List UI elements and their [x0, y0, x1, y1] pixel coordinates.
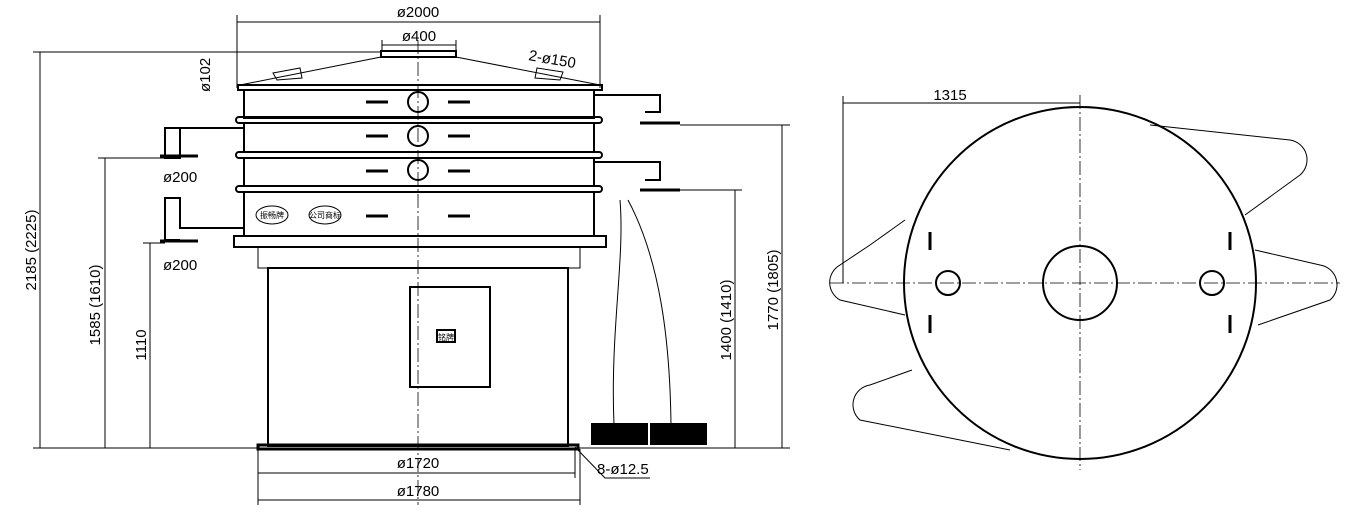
controller-2	[650, 423, 707, 445]
outlet-right-upper	[594, 94, 661, 113]
inlet	[380, 50, 457, 58]
control-box	[409, 286, 491, 388]
outlet-right-lower	[594, 161, 661, 181]
top-view: 1315	[829, 87, 1340, 470]
svg-text:铭牌: 铭牌	[438, 332, 454, 342]
controller-1	[591, 423, 648, 445]
dim-total-height: 2185 (2225)	[23, 210, 40, 291]
svg-text:振畅牌: 振畅牌	[260, 210, 284, 220]
dim-top-diameter: ø2000	[397, 4, 440, 21]
dim-height-1110: 1110	[133, 329, 150, 360]
outlet-port-right	[534, 67, 564, 81]
svg-text:公司商标: 公司商标	[309, 210, 341, 220]
outlet-port-left	[272, 67, 303, 81]
dim-radius-span: 1315	[933, 87, 966, 104]
brand-plate	[255, 205, 289, 225]
dim-bolt-holes: 8-ø12.5	[597, 461, 649, 478]
outlet-upper	[164, 127, 244, 159]
dim-base-inner: ø1720	[397, 455, 440, 472]
nameplate	[436, 329, 456, 343]
outlet-lower	[164, 197, 244, 241]
dim-side-port: ø102	[197, 58, 214, 92]
sieve-frames	[233, 84, 607, 248]
company-logo-plate	[308, 205, 342, 225]
dim-height-1585: 1585 (1610)	[87, 265, 104, 346]
dim-height-1770: 1770 (1805)	[765, 250, 782, 331]
dim-inlet-diameter: ø400	[402, 28, 436, 45]
outlet-arms	[829, 124, 1338, 451]
front-view: ø2000 ø400 2-ø150	[23, 4, 790, 505]
dim-outlet-upper: ø200	[163, 169, 197, 186]
base-plate	[256, 443, 580, 451]
dim-outlet-lower: ø200	[163, 257, 197, 274]
dim-height-1400: 1400 (1410)	[718, 280, 735, 361]
dim-base-outer: ø1780	[397, 483, 440, 500]
dim-outlet-ports: 2-ø150	[527, 47, 577, 72]
